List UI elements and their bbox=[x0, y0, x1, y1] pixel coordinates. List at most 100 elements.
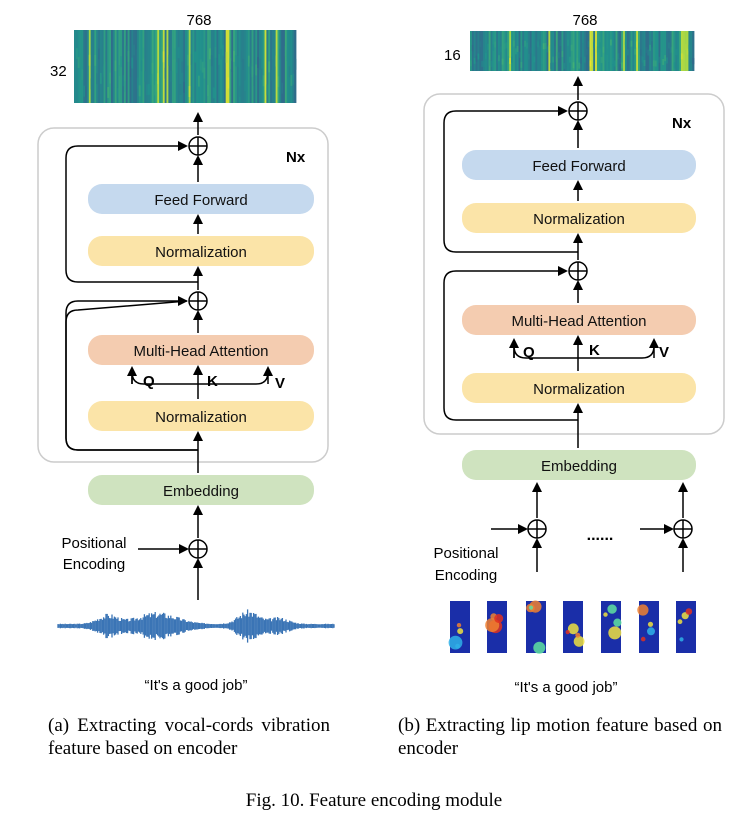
left-v-label: V bbox=[275, 375, 285, 392]
left-heatmap-cell bbox=[123, 30, 127, 103]
right-heatmap-cell bbox=[481, 31, 484, 71]
left-heatmap-cell bbox=[114, 60, 117, 72]
left-positional-label-line1: Positional bbox=[61, 535, 126, 552]
right-heatmap-cell bbox=[544, 42, 547, 49]
left-heatmap-cell bbox=[157, 30, 160, 103]
right-heatmap-cell bbox=[483, 61, 486, 68]
left-heatmap-cell bbox=[201, 61, 204, 73]
left-heatmap-cell bbox=[210, 55, 214, 67]
right-heatmap-cell bbox=[477, 53, 480, 60]
left-feed-forward-label: Feed Forward bbox=[154, 192, 247, 209]
right-heatmap-cell bbox=[578, 31, 581, 71]
right-heatmap-cell bbox=[516, 45, 519, 52]
right-heatmap-cell bbox=[593, 31, 596, 71]
left-heatmap-cell bbox=[207, 85, 210, 97]
left-heatmap-cell bbox=[233, 30, 236, 103]
right-heatmap-cell bbox=[561, 51, 564, 58]
right-heatmap-cell bbox=[604, 31, 607, 71]
right-heatmap-cell bbox=[568, 31, 572, 71]
right-heatmap-cell bbox=[636, 41, 639, 48]
left-heatmap-cell bbox=[197, 75, 201, 87]
left-heatmap-cell bbox=[279, 30, 282, 103]
left-heatmap-cell bbox=[151, 62, 154, 74]
right-heatmap-cell bbox=[600, 56, 603, 63]
left-heatmap-cell bbox=[284, 30, 288, 103]
right-heatmap-cell bbox=[490, 31, 493, 71]
right-heatmap-cell bbox=[511, 31, 514, 71]
left-heatmap-cell bbox=[129, 65, 132, 77]
left-heatmap-cell bbox=[279, 48, 282, 60]
right-heatmap-cell bbox=[563, 62, 566, 69]
left-add-node-positional bbox=[188, 539, 208, 559]
left-heatmap-cell bbox=[203, 67, 206, 79]
left-heatmap-cell bbox=[192, 30, 195, 103]
right-heatmap-cell bbox=[522, 39, 525, 46]
left-heatmap-cell bbox=[183, 81, 186, 93]
right-heatmap-cell bbox=[595, 43, 598, 50]
left-heatmap-cell bbox=[74, 30, 77, 103]
lip-frame-blob bbox=[448, 635, 463, 650]
right-heatmap-cell bbox=[514, 48, 518, 55]
right-heatmap-cell bbox=[524, 31, 527, 71]
right-heatmap-cell bbox=[496, 57, 499, 64]
left-heatmap-cell bbox=[125, 30, 129, 103]
left-heatmap-cell bbox=[223, 57, 227, 69]
right-v-label: V bbox=[659, 344, 669, 361]
right-heatmap-cell bbox=[550, 31, 553, 71]
right-heatmap-cell bbox=[559, 31, 562, 71]
right-heatmap-cell bbox=[554, 40, 557, 47]
right-heatmap-cell bbox=[576, 57, 579, 64]
left-heatmap-cell bbox=[262, 30, 265, 103]
right-heatmap-cell bbox=[630, 31, 633, 71]
left-heatmap-cell bbox=[164, 67, 167, 79]
lip-frame-blob bbox=[573, 636, 585, 647]
left-heatmap-cell bbox=[277, 76, 280, 88]
left-heatmap-cell bbox=[105, 30, 108, 103]
right-heatmap-cell bbox=[610, 31, 613, 71]
left-heatmap-cell bbox=[229, 58, 232, 70]
left-heatmap-cell bbox=[153, 84, 156, 96]
right-heatmap-cell bbox=[572, 31, 575, 71]
left-heatmap-cell bbox=[173, 30, 177, 103]
right-heatmap-cell bbox=[574, 49, 577, 56]
right-normalization-top-box bbox=[462, 203, 696, 233]
left-quote: “It's a good job” bbox=[145, 677, 248, 694]
left-heatmap-cell bbox=[188, 30, 191, 103]
left-heatmap-cell bbox=[74, 49, 77, 61]
left-heatmap-cell bbox=[214, 46, 217, 58]
right-heatmap-cell bbox=[565, 31, 568, 71]
left-heatmap-cell bbox=[90, 78, 93, 90]
right-feed-forward-box bbox=[462, 150, 696, 180]
lip-frame bbox=[526, 601, 546, 653]
left-embedding-label: Embedding bbox=[163, 483, 239, 500]
right-heatmap-cell bbox=[486, 31, 490, 71]
right-heatmap-cell bbox=[632, 31, 635, 71]
right-heatmap-cell bbox=[557, 52, 560, 59]
left-attention-box bbox=[88, 335, 314, 365]
right-heatmap-cell bbox=[692, 58, 695, 65]
right-heatmap-cell bbox=[628, 31, 631, 71]
left-audio-waveform bbox=[57, 609, 335, 643]
left-heatmap-cell bbox=[190, 53, 193, 65]
left-heatmap-cell bbox=[179, 84, 182, 95]
left-heatmap-cell bbox=[149, 30, 153, 103]
left-heatmap-cell bbox=[283, 52, 286, 64]
lip-frame-blob bbox=[640, 636, 646, 642]
right-heatmap-cell bbox=[531, 54, 534, 61]
left-heatmap-cell bbox=[264, 30, 267, 103]
left-heatmap-cell bbox=[98, 48, 101, 60]
left-heatmap-cell bbox=[138, 85, 141, 97]
left-heatmap-cell bbox=[144, 30, 147, 103]
left-heatmap-cell bbox=[212, 87, 215, 99]
left-heatmap-cell bbox=[257, 57, 260, 68]
right-heatmap-cell bbox=[649, 31, 652, 71]
right-heatmap-cell bbox=[557, 31, 560, 71]
left-heatmap-cell bbox=[183, 30, 186, 103]
right-heatmap-cell bbox=[658, 56, 661, 63]
right-q-label: Q bbox=[523, 344, 535, 361]
right-heatmap-cell bbox=[563, 31, 566, 71]
right-panel: 768 16 Nx Feed Forward Normalization Mul… bbox=[423, 12, 725, 696]
left-panel: 768 32 Nx Feed Forward Normalization Mul… bbox=[37, 12, 335, 694]
right-heatmap-cell bbox=[490, 61, 493, 67]
left-q-label: Q bbox=[143, 373, 155, 390]
